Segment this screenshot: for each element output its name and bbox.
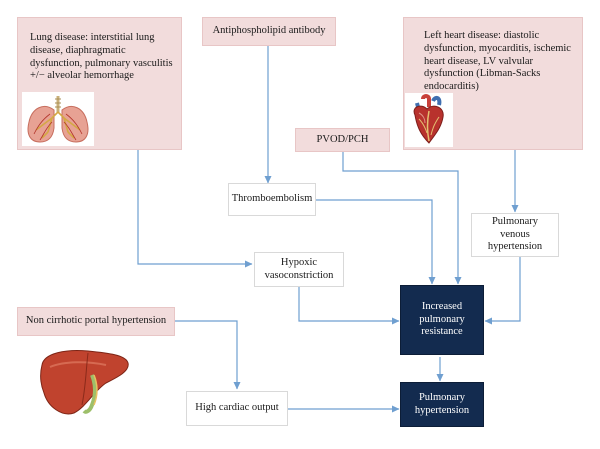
increased-resistance-text: Increased pulmonary resistance xyxy=(419,300,465,338)
high-cardiac-output-box: High cardiac output xyxy=(186,391,288,426)
portal-hypertension-box: Non cirrhotic portal hypertension xyxy=(17,307,175,336)
arrow-thromboembolism-resistance xyxy=(316,199,436,285)
high-cardiac-output-text: High cardiac output xyxy=(195,402,279,414)
hypoxic-box: Hypoxic vasoconstriction xyxy=(254,252,344,287)
pvod-box: PVOD/PCH xyxy=(295,128,390,152)
lung-disease-text: Lung disease: interstitial lung disease,… xyxy=(30,32,173,82)
left-heart-text: Left heart disease: diastolic dysfunctio… xyxy=(424,30,571,93)
arrow-lung-hypoxic xyxy=(137,150,253,268)
heart-icon xyxy=(405,93,453,147)
lungs-icon xyxy=(22,92,94,146)
liver-icon xyxy=(40,350,129,415)
pulmonary-venous-box: Pulmonary venous hypertension xyxy=(471,213,559,257)
pulmonary-hypertension-text: Pulmonary hypertension xyxy=(414,391,470,416)
antiphospholipid-text: Antiphospholipid antibody xyxy=(212,25,326,37)
antiphospholipid-box: Antiphospholipid antibody xyxy=(202,17,336,46)
lung-disease-box: Lung disease: interstitial lung disease,… xyxy=(17,17,182,150)
arrow-venous-resistance xyxy=(484,257,521,325)
hypoxic-text: Hypoxic vasoconstriction xyxy=(264,256,334,281)
thromboembolism-box: Thromboembolism xyxy=(228,183,316,216)
arrow-portal-output xyxy=(175,320,241,390)
arrow-hypoxic-resistance xyxy=(298,287,400,325)
pulmonary-hypertension-box: Pulmonary hypertension xyxy=(400,382,484,427)
thromboembolism-text: Thromboembolism xyxy=(231,193,313,205)
pvod-text: PVOD/PCH xyxy=(316,133,369,145)
arrow-pvod-resistance xyxy=(342,152,462,285)
increased-resistance-box: Increased pulmonary resistance xyxy=(400,285,484,355)
portal-hypertension-text: Non cirrhotic portal hypertension xyxy=(25,315,167,327)
pulmonary-venous-text: Pulmonary venous hypertension xyxy=(487,215,543,253)
